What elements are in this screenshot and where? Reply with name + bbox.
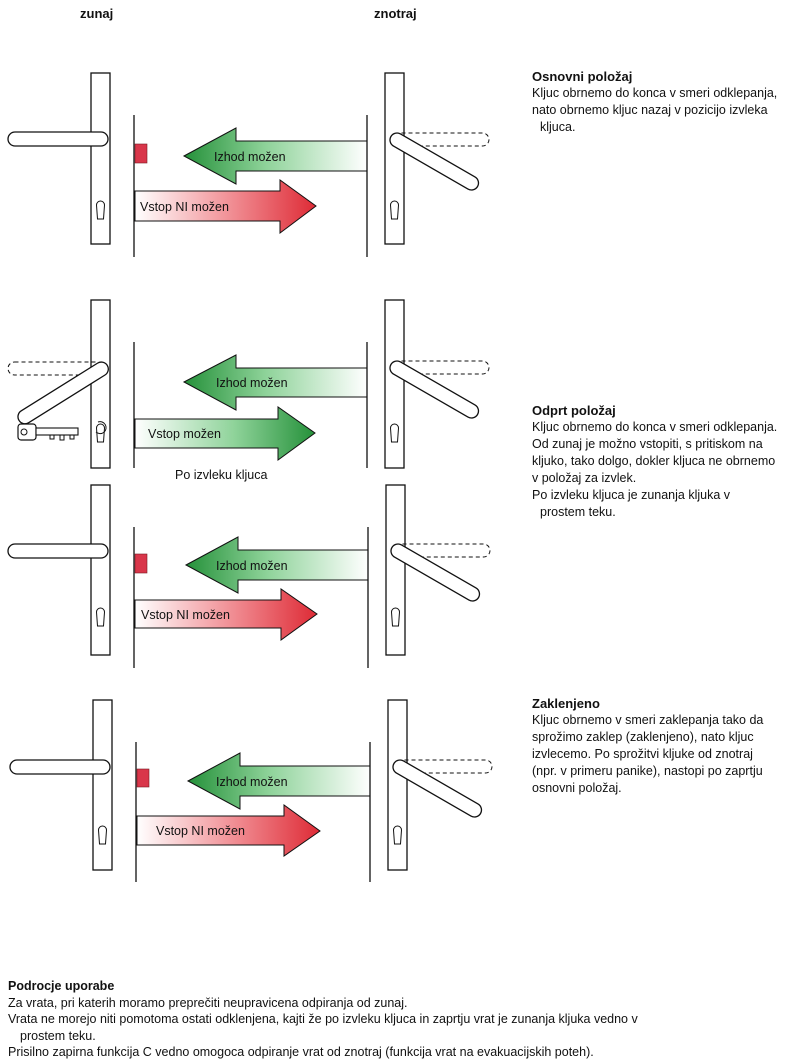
- after-key-removal-label: Po izvleku kljuca: [175, 468, 267, 482]
- outside-door-plate: [92, 699, 113, 871]
- exit-arrow: Izhod možen: [182, 127, 368, 185]
- footer-line: prostem teku.: [20, 1028, 96, 1043]
- key-icon: [17, 421, 107, 441]
- description-basic: Osnovni položaj Kljuc obrnemo do konca v…: [532, 68, 794, 136]
- exit-arrow: Izhod možen: [186, 752, 371, 810]
- inside-door-plate: [384, 72, 405, 245]
- description-line: v položaj za izvlek.: [532, 471, 637, 485]
- exit-arrow: Izhod možen: [184, 536, 369, 594]
- description-line: Kljuc obrnemo do konca v smeri odklepanj…: [532, 420, 778, 434]
- footer-line: Prisilno zapirna funkcija C vedno omogoc…: [8, 1045, 594, 1059]
- description-title: Odprt položaj: [532, 403, 616, 418]
- outside-handle-horizontal: [7, 131, 109, 147]
- state-after-key-removal: Izhod možen Vstop NI možen: [7, 484, 491, 668]
- state-open-position: Izhod možen Vstop možen Po izvleku kljuc…: [7, 299, 490, 482]
- footer-line: Vrata ne morejo niti pomotoma ostati odk…: [8, 1012, 638, 1026]
- entry-arrow: Vstop NI možen: [134, 588, 318, 641]
- outside-handle-horizontal: [7, 543, 109, 559]
- description-title: Zaklenjeno: [532, 696, 600, 711]
- entry-arrow: Vstop NI možen: [136, 804, 321, 857]
- lock-bolt-block: [134, 553, 148, 574]
- entry-arrow-label: Vstop NI možen: [156, 824, 245, 838]
- header-inside: znotraj: [374, 6, 417, 21]
- inside-handle-pressed: [390, 543, 491, 602]
- description-line: (npr. v primeru panike), nastopi po zapr…: [532, 764, 763, 778]
- description-line: kljuko, tako dolgo, dokler kljuca ne obr…: [532, 454, 776, 468]
- lock-function-diagram: Izhod možen Vstop NI možen: [7, 72, 493, 882]
- inside-handle-pressed: [392, 759, 493, 818]
- outside-handle-pressed: [7, 361, 109, 425]
- lock-bolt-block: [136, 768, 150, 788]
- description-title: Osnovni položaj: [532, 69, 633, 84]
- exit-arrow-label: Izhod možen: [216, 559, 288, 573]
- description-line: sprožimo zaklep (zaklenjeno), nato kljuc: [532, 730, 754, 744]
- outside-door-plate: [90, 484, 111, 656]
- description-line: Po izvleku kljuca je zunanja kljuka v: [532, 488, 731, 502]
- lock-bolt-block: [134, 143, 148, 164]
- description-line: osnovni položaj.: [532, 781, 622, 795]
- description-line: Kljuc obrnemo v smeri zaklepanja tako da: [532, 713, 764, 727]
- outside-handle-horizontal: [9, 759, 111, 775]
- state-basic-position: Izhod možen Vstop NI možen: [7, 72, 490, 257]
- description-line: Kljuc obrnemo do konca v smeri odklepanj…: [532, 86, 778, 100]
- inside-handle-pressed: [389, 360, 490, 419]
- entry-arrow-label: Vstop možen: [148, 427, 221, 441]
- exit-arrow-label: Izhod možen: [216, 376, 288, 390]
- inside-door-plate: [385, 484, 406, 656]
- footer-line: Za vrata, pri katerih moramo preprečiti …: [8, 995, 408, 1010]
- state-locked: Izhod možen Vstop NI možen: [9, 699, 493, 882]
- entry-arrow-label: Vstop NI možen: [141, 608, 230, 622]
- exit-arrow: Izhod možen: [182, 354, 368, 411]
- description-line: izvlecemo. Po sprožitvi kljuke od znotra…: [532, 747, 753, 761]
- description-line: Od zunaj je možno vstopiti, s pritiskom …: [532, 437, 763, 451]
- exit-arrow-label: Izhod možen: [214, 150, 286, 164]
- entry-arrow-possible: Vstop možen: [134, 406, 316, 461]
- header-outside: zunaj: [80, 6, 114, 21]
- footer-usage: Podrocje uporabe Za vrata, pri katerih m…: [8, 978, 788, 1061]
- entry-arrow-label: Vstop NI možen: [140, 200, 229, 214]
- description-locked: Zaklenjeno Kljuc obrnemo v smeri zaklepa…: [532, 695, 794, 797]
- description-line: prostem teku.: [540, 505, 616, 519]
- outside-door-plate: [90, 72, 111, 245]
- inside-handle-pressed: [389, 132, 490, 191]
- footer-title: Podrocje uporabe: [8, 979, 115, 993]
- outside-door-plate: [90, 299, 111, 469]
- exit-arrow-label: Izhod možen: [216, 775, 288, 789]
- description-open: Odprt položaj Kljuc obrnemo do konca v s…: [532, 402, 794, 521]
- inside-door-plate: [387, 699, 408, 871]
- description-line: kljuca.: [540, 120, 576, 134]
- inside-door-plate: [384, 299, 405, 469]
- entry-arrow: Vstop NI možen: [134, 179, 317, 234]
- description-line: nato obrnemo kljuc nazaj v pozicijo izvl…: [532, 103, 768, 117]
